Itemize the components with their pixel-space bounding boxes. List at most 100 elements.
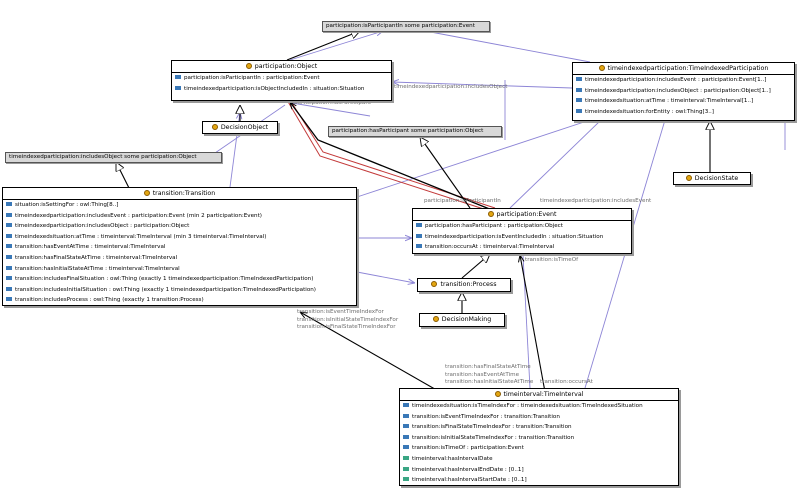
label-is-time-of-edge: transition:isTimeOf xyxy=(525,257,579,263)
property-row[interactable]: situation:isSettingFor : owl:Thing[8..] xyxy=(3,200,356,211)
property-row[interactable]: timeindexedparticipation:includesObject … xyxy=(573,86,794,97)
object-property-icon xyxy=(6,297,12,302)
property-row[interactable]: timeindexedsituation:forEntity : owl:Thi… xyxy=(573,107,794,118)
property-row[interactable]: timeindexedsituation:atTime : timeinterv… xyxy=(3,232,356,243)
class-time-indexed-participation[interactable]: timeindexedparticipation:TimeIndexedPart… xyxy=(572,62,795,121)
edge-event-to-haspar xyxy=(420,137,471,209)
class-icon xyxy=(245,63,252,69)
object-property-icon xyxy=(6,244,12,249)
object-property-icon xyxy=(6,286,12,291)
class-process-header: transition:Process xyxy=(418,279,510,290)
property-row[interactable]: transition:isEventTimeIndexFor : transit… xyxy=(400,412,678,423)
property-row[interactable]: timeindexedparticipation:isEventIncluded… xyxy=(413,232,631,243)
class-title: timeinterval:TimeInterval xyxy=(503,391,584,398)
property-text: transition:includesInitialSituation : ow… xyxy=(15,286,316,293)
property-row[interactable]: transition:includesProcess : owl:Thing (… xyxy=(3,295,356,306)
edge-haspar-restriction xyxy=(291,102,371,117)
class-decision-state[interactable]: DecisionState xyxy=(673,172,751,185)
property-row[interactable]: transition:hasInitialStateAtTime : timei… xyxy=(3,264,356,275)
object-property-icon xyxy=(403,434,409,439)
label-time-bundle-1: transition:hasFinalStateAtTime xyxy=(445,364,531,370)
edge-tip-to-timeinterval xyxy=(584,119,666,389)
object-property-icon xyxy=(576,108,582,113)
class-time-interval-header: timeinterval:TimeInterval xyxy=(400,389,678,401)
object-property-icon xyxy=(6,254,12,259)
property-text: transition:includesFinalSituation : owl:… xyxy=(15,276,314,283)
property-text: transition:hasFinalStateAtTime : timeint… xyxy=(15,254,178,261)
property-text: timeindexedparticipation:includesEvent :… xyxy=(15,212,262,219)
object-property-icon xyxy=(6,212,12,217)
property-row[interactable]: transition:isFinalStateTimeIndexFor : tr… xyxy=(400,422,678,433)
property-text: timeindexedsituation:atTime : timeinterv… xyxy=(15,233,267,240)
label-occurs-at-edge: transition:occursAt xyxy=(540,379,593,385)
label-includes-object-edge: timeindexedparticipation:includesObject xyxy=(394,84,508,90)
property-row[interactable]: timeindexedparticipation:includesEvent :… xyxy=(3,211,356,222)
restriction-is-participant-in[interactable]: participation:isParticipantIn some parti… xyxy=(322,21,490,32)
property-row[interactable]: timeindexedparticipation:includesObject … xyxy=(3,221,356,232)
class-decision-making[interactable]: DecisionMaking xyxy=(419,313,505,327)
class-title: DecisionMaking xyxy=(441,316,492,323)
object-property-icon xyxy=(6,223,12,228)
data-property-icon xyxy=(403,466,409,471)
class-decision-making-header: DecisionMaking xyxy=(420,314,504,325)
property-row[interactable]: transition:occursAt : timeinterval:TimeI… xyxy=(413,242,631,253)
class-participation-object[interactable]: participation:Object participation:isPar… xyxy=(171,60,392,101)
class-transition[interactable]: transition:Transition situation:isSettin… xyxy=(2,187,357,306)
data-property-row[interactable]: timeinterval:hasIntervalDate xyxy=(400,454,678,465)
label-transition-index-2: transition:isInitialStateTimeIndexFor xyxy=(297,316,399,323)
class-transition-header: transition:Transition xyxy=(3,188,356,200)
label-includes-event-edge: timeindexedparticipation:includesEvent xyxy=(540,198,652,204)
label-is-participant-in-edge: participation:isParticipantIn xyxy=(424,198,501,204)
data-property-icon xyxy=(403,455,409,460)
property-row[interactable]: participation:isParticipantIn : particip… xyxy=(172,73,391,84)
object-property-icon xyxy=(403,445,409,450)
class-title: transition:Transition xyxy=(152,190,216,197)
property-row[interactable]: transition:hasFinalStateAtTime : timeint… xyxy=(3,253,356,264)
class-transition-process[interactable]: transition:Process xyxy=(417,278,511,292)
property-text: timeindexedparticipation:includesObject … xyxy=(585,87,771,94)
class-icon xyxy=(432,316,439,322)
class-title: DecisionState xyxy=(694,175,739,182)
edge-event-to-tip xyxy=(509,120,601,209)
data-property-row[interactable]: timeinterval:hasIntervalEndDate : [0..1] xyxy=(400,465,678,476)
class-decision-object[interactable]: DecisionObject xyxy=(202,121,278,134)
class-tip-header: timeindexedparticipation:TimeIndexedPart… xyxy=(573,63,794,75)
object-property-icon xyxy=(416,233,422,238)
property-row[interactable]: timeindexedsituation:isTimeIndexFor : ti… xyxy=(400,401,678,412)
property-text: transition:isInitialStateTimeIndexFor : … xyxy=(412,434,575,441)
property-row[interactable]: transition:includesInitialSituation : ow… xyxy=(3,285,356,296)
class-icon xyxy=(431,281,438,287)
edge-isparticipantin-to-tip xyxy=(419,29,591,63)
class-decision-state-header: DecisionState xyxy=(674,173,750,184)
class-icon xyxy=(487,211,494,217)
class-participation-object-header: participation:Object xyxy=(172,61,391,73)
property-row[interactable]: transition:isTimeOf : participation:Even… xyxy=(400,443,678,454)
property-row[interactable]: timeindexedparticipation:includesEvent :… xyxy=(573,75,794,86)
property-text: transition:isEventTimeIndexFor : transit… xyxy=(412,413,560,420)
class-icon xyxy=(598,65,605,71)
label-transition-index-3: transition:isFinalStateTimeIndexFor xyxy=(297,324,396,330)
data-property-row[interactable]: timeinterval:hasIntervalStartDate : [0..… xyxy=(400,475,678,486)
restriction-includes-object[interactable]: timeindexedparticipation:includesObject … xyxy=(5,152,222,163)
property-row[interactable]: timeindexedparticipation:isObjectInclude… xyxy=(172,84,391,95)
property-row[interactable]: transition:isInitialStateTimeIndexFor : … xyxy=(400,433,678,444)
label-time-bundle-2: transition:hasEventAtTime xyxy=(445,371,520,378)
class-decision-object-header: DecisionObject xyxy=(203,122,277,133)
class-icon xyxy=(211,124,218,130)
property-row[interactable]: transition:includesFinalSituation : owl:… xyxy=(3,274,356,285)
edge-transition-to-includesobject xyxy=(115,162,131,191)
property-row[interactable]: transition:hasEventAtTime : timeinterval… xyxy=(3,242,356,253)
property-text: transition:includesProcess : owl:Thing (… xyxy=(15,297,204,304)
class-icon xyxy=(494,391,501,397)
object-property-icon xyxy=(6,276,12,281)
object-property-icon xyxy=(576,87,582,92)
property-text: transition:isFinalStateTimeIndexFor : tr… xyxy=(412,424,572,431)
property-row[interactable]: timeindexedsituation:atTime : timeinterv… xyxy=(573,96,794,107)
class-time-interval[interactable]: timeinterval:TimeInterval timeindexedsit… xyxy=(399,388,679,486)
property-text: timeindexedsituation:atTime : timeinterv… xyxy=(585,98,754,105)
edge-includesobject-to-object xyxy=(392,82,573,89)
property-row[interactable]: participation:hasParticipant : participa… xyxy=(413,221,631,232)
restriction-has-participant[interactable]: participation:hasParticipant some partic… xyxy=(328,126,502,137)
class-participation-event[interactable]: participation:Event participation:hasPar… xyxy=(412,208,632,254)
property-text: timeinterval:hasIntervalStartDate : [0..… xyxy=(412,477,527,484)
